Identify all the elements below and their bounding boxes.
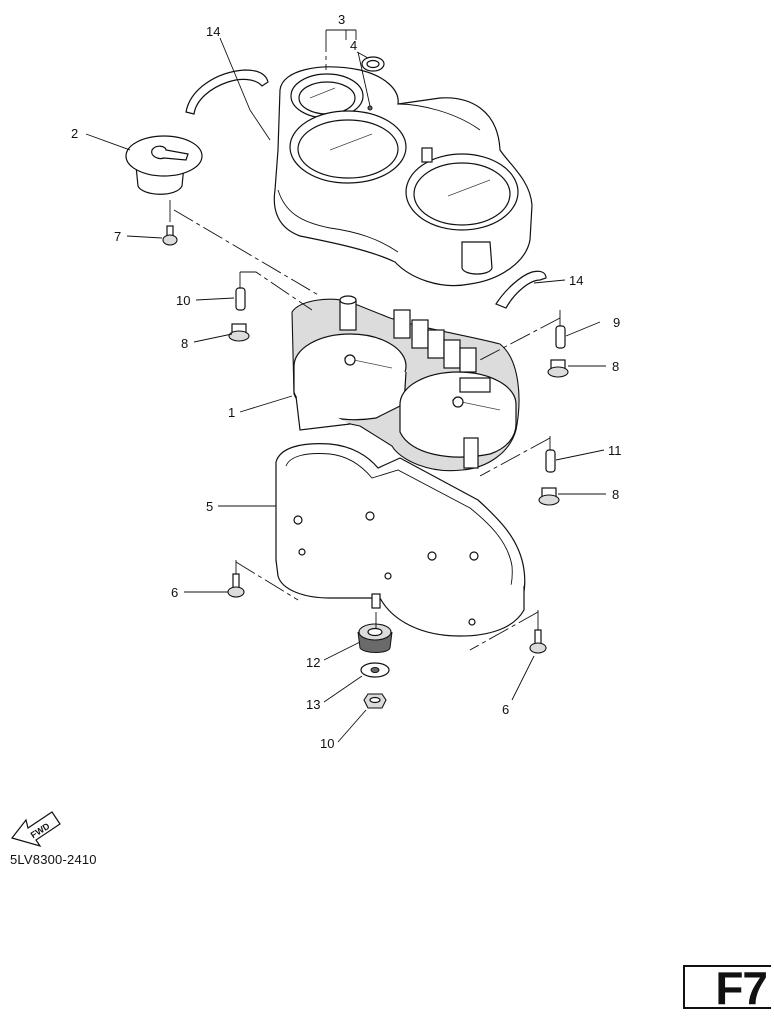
- nut-part-8-right-upper: [547, 359, 569, 378]
- washer-part-12: [360, 662, 390, 678]
- callout-4: 4: [350, 38, 357, 53]
- callout-7: 7: [114, 229, 121, 244]
- meter-assembly-part-1: [291, 295, 520, 472]
- pin-part-9: [555, 325, 566, 349]
- callout-6-left: 6: [171, 585, 178, 600]
- clip-part-14-lower: [495, 270, 547, 309]
- leader-lines: [85, 29, 606, 743]
- callout-3: 3: [338, 12, 345, 27]
- callout-10-right: 11: [608, 443, 622, 458]
- screw-part-7: [162, 225, 178, 246]
- page-code-box: F7: [683, 962, 771, 1014]
- callout-8-left: 8: [181, 336, 188, 351]
- meter-case-lower-part-5: [275, 443, 526, 637]
- damper-part-11: [357, 623, 393, 653]
- screw-part-6-left: [227, 573, 245, 598]
- screw-part-6-right: [529, 629, 547, 654]
- callout-14-upper: 14: [206, 24, 220, 39]
- pin-part-10-right: [545, 449, 556, 473]
- meter-cover-upper: [273, 66, 533, 287]
- clip-part-14-upper: [185, 69, 269, 115]
- assembly-lines: [169, 30, 561, 651]
- nut-part-8-right-lower: [538, 487, 560, 506]
- callout-5: 5: [206, 499, 213, 514]
- callouts: 14 3 4 2 7 14 10 8 9 8 1 11 8 5 6 12 13 …: [71, 12, 622, 751]
- callout-6-right: 6: [502, 702, 509, 717]
- page-code: F7: [715, 962, 768, 1014]
- callout-1: 1: [228, 405, 235, 420]
- indicator-cap-part-2: [125, 135, 203, 195]
- callout-10-left: 10: [176, 293, 190, 308]
- callout-8-right-upper: 8: [612, 359, 619, 374]
- nut-part-8-left: [228, 323, 250, 342]
- nut-part-13: [363, 693, 387, 709]
- callout-12: 13: [306, 697, 320, 712]
- grommet-part-4: [361, 56, 385, 72]
- callout-14-lower: 14: [569, 273, 583, 288]
- callout-2: 2: [71, 126, 78, 141]
- callout-8-right-lower: 8: [612, 487, 619, 502]
- callout-9: 9: [613, 315, 620, 330]
- callout-11: 12: [306, 655, 320, 670]
- pin-part-10-left: [235, 287, 246, 311]
- fwd-arrow-icon: FWD: [10, 811, 61, 848]
- callout-13: 10: [320, 736, 334, 751]
- drawing-code: 5LV8300-2410: [10, 852, 97, 867]
